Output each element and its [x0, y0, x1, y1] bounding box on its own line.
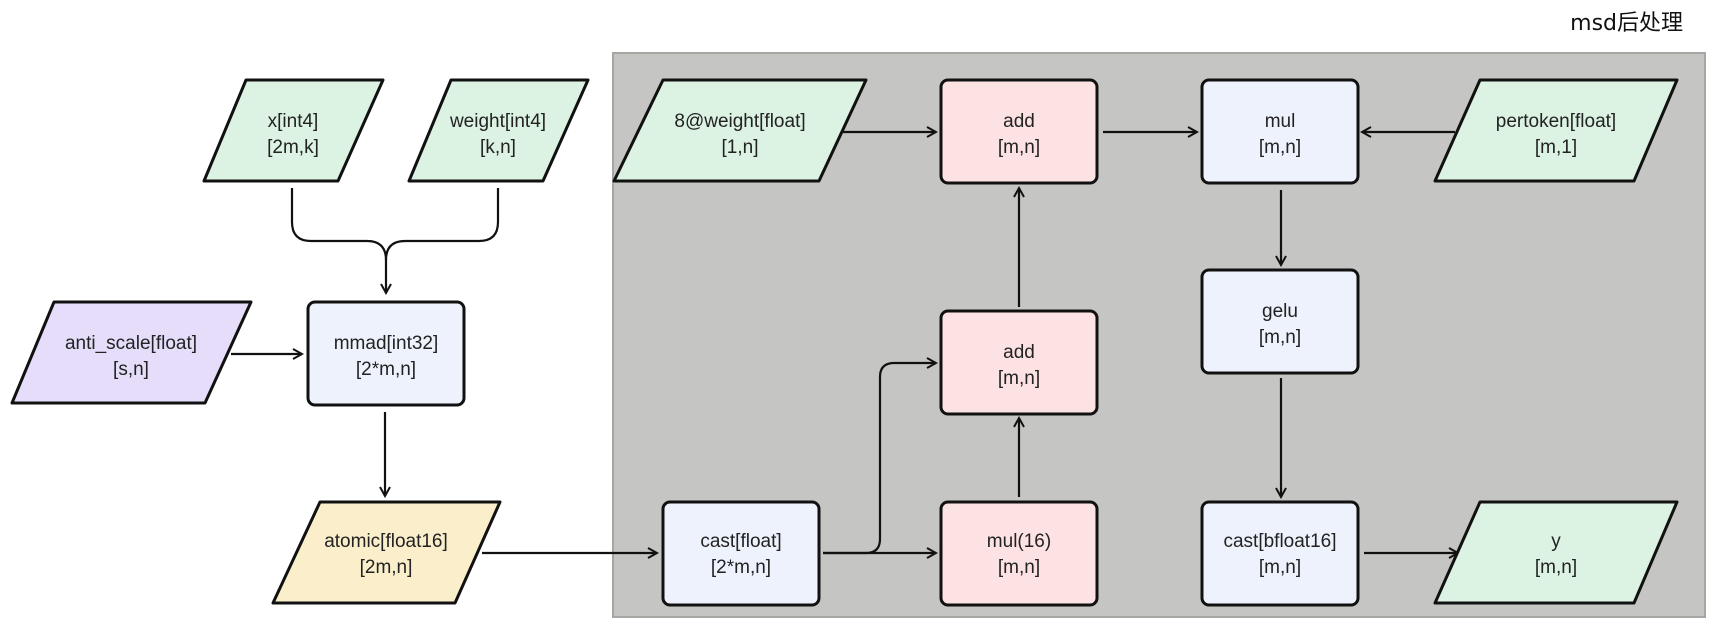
svg-text:[s,n]: [s,n]	[113, 359, 149, 380]
svg-text:[2*m,n]: [2*m,n]	[711, 557, 771, 578]
svg-text:[2*m,n]: [2*m,n]	[356, 359, 416, 380]
svg-text:[m,n]: [m,n]	[998, 368, 1040, 389]
svg-text:mul(16): mul(16)	[987, 531, 1051, 552]
svg-text:cast[bfloat16]: cast[bfloat16]	[1223, 531, 1336, 552]
svg-text:[2m,n]: [2m,n]	[360, 557, 413, 578]
svg-text:add: add	[1003, 342, 1035, 363]
node-8-weight-float: 8@weight[float] [1,n]	[612, 78, 868, 183]
node-mul16: mul(16) [m,n]	[939, 500, 1099, 607]
svg-text:[m,n]: [m,n]	[1535, 557, 1577, 578]
node-mmad-int32: mmad[int32] [2*m,n]	[306, 300, 466, 407]
node-atomic-float16: atomic[float16] [2m,n]	[271, 500, 502, 605]
svg-text:[m,n]: [m,n]	[1259, 327, 1301, 348]
edge-cast-float-to-add-mid	[823, 363, 936, 555]
svg-text:weight[int4]: weight[int4]	[449, 111, 546, 132]
edge-weight-join	[384, 188, 500, 261]
svg-text:[2m,k]: [2m,k]	[267, 137, 319, 158]
svg-text:atomic[float16]: atomic[float16]	[324, 531, 448, 552]
svg-text:anti_scale[float]: anti_scale[float]	[65, 333, 197, 354]
svg-text:cast[float]: cast[float]	[700, 531, 781, 552]
svg-text:8@weight[float]: 8@weight[float]	[674, 111, 805, 132]
svg-text:gelu: gelu	[1262, 301, 1298, 322]
node-weight-int4: weight[int4] [k,n]	[407, 78, 590, 183]
svg-text:[1,n]: [1,n]	[722, 137, 759, 158]
svg-text:[m,n]: [m,n]	[1259, 557, 1301, 578]
svg-text:[m,n]: [m,n]	[998, 137, 1040, 158]
node-add-top: add [m,n]	[939, 78, 1099, 185]
node-mul-top: mul [m,n]	[1200, 78, 1360, 185]
svg-text:mmad[int32]: mmad[int32]	[334, 333, 439, 354]
node-y-output: y [m,n]	[1433, 500, 1679, 605]
diagram-title: msd后处理	[1570, 11, 1683, 36]
node-pertoken-float: pertoken[float] [m,1]	[1433, 78, 1679, 183]
node-x-int4: x[int4] [2m,k]	[202, 78, 385, 183]
node-gelu: gelu [m,n]	[1200, 268, 1360, 375]
svg-text:pertoken[float]: pertoken[float]	[1496, 111, 1616, 132]
svg-text:[k,n]: [k,n]	[480, 137, 516, 158]
node-cast-bfloat16: cast[bfloat16] [m,n]	[1200, 500, 1360, 607]
svg-text:x[int4]: x[int4]	[268, 111, 319, 132]
svg-text:[m,n]: [m,n]	[998, 557, 1040, 578]
node-add-mid: add [m,n]	[939, 309, 1099, 416]
node-cast-float: cast[float] [2*m,n]	[661, 500, 821, 607]
edge-x-weight-to-mmad	[290, 188, 386, 293]
svg-text:add: add	[1003, 111, 1035, 132]
svg-text:[m,1]: [m,1]	[1535, 137, 1577, 158]
svg-text:y: y	[1551, 531, 1561, 552]
node-anti-scale-float: anti_scale[float] [s,n]	[10, 300, 253, 405]
svg-text:mul: mul	[1265, 111, 1296, 132]
svg-text:[m,n]: [m,n]	[1259, 137, 1301, 158]
